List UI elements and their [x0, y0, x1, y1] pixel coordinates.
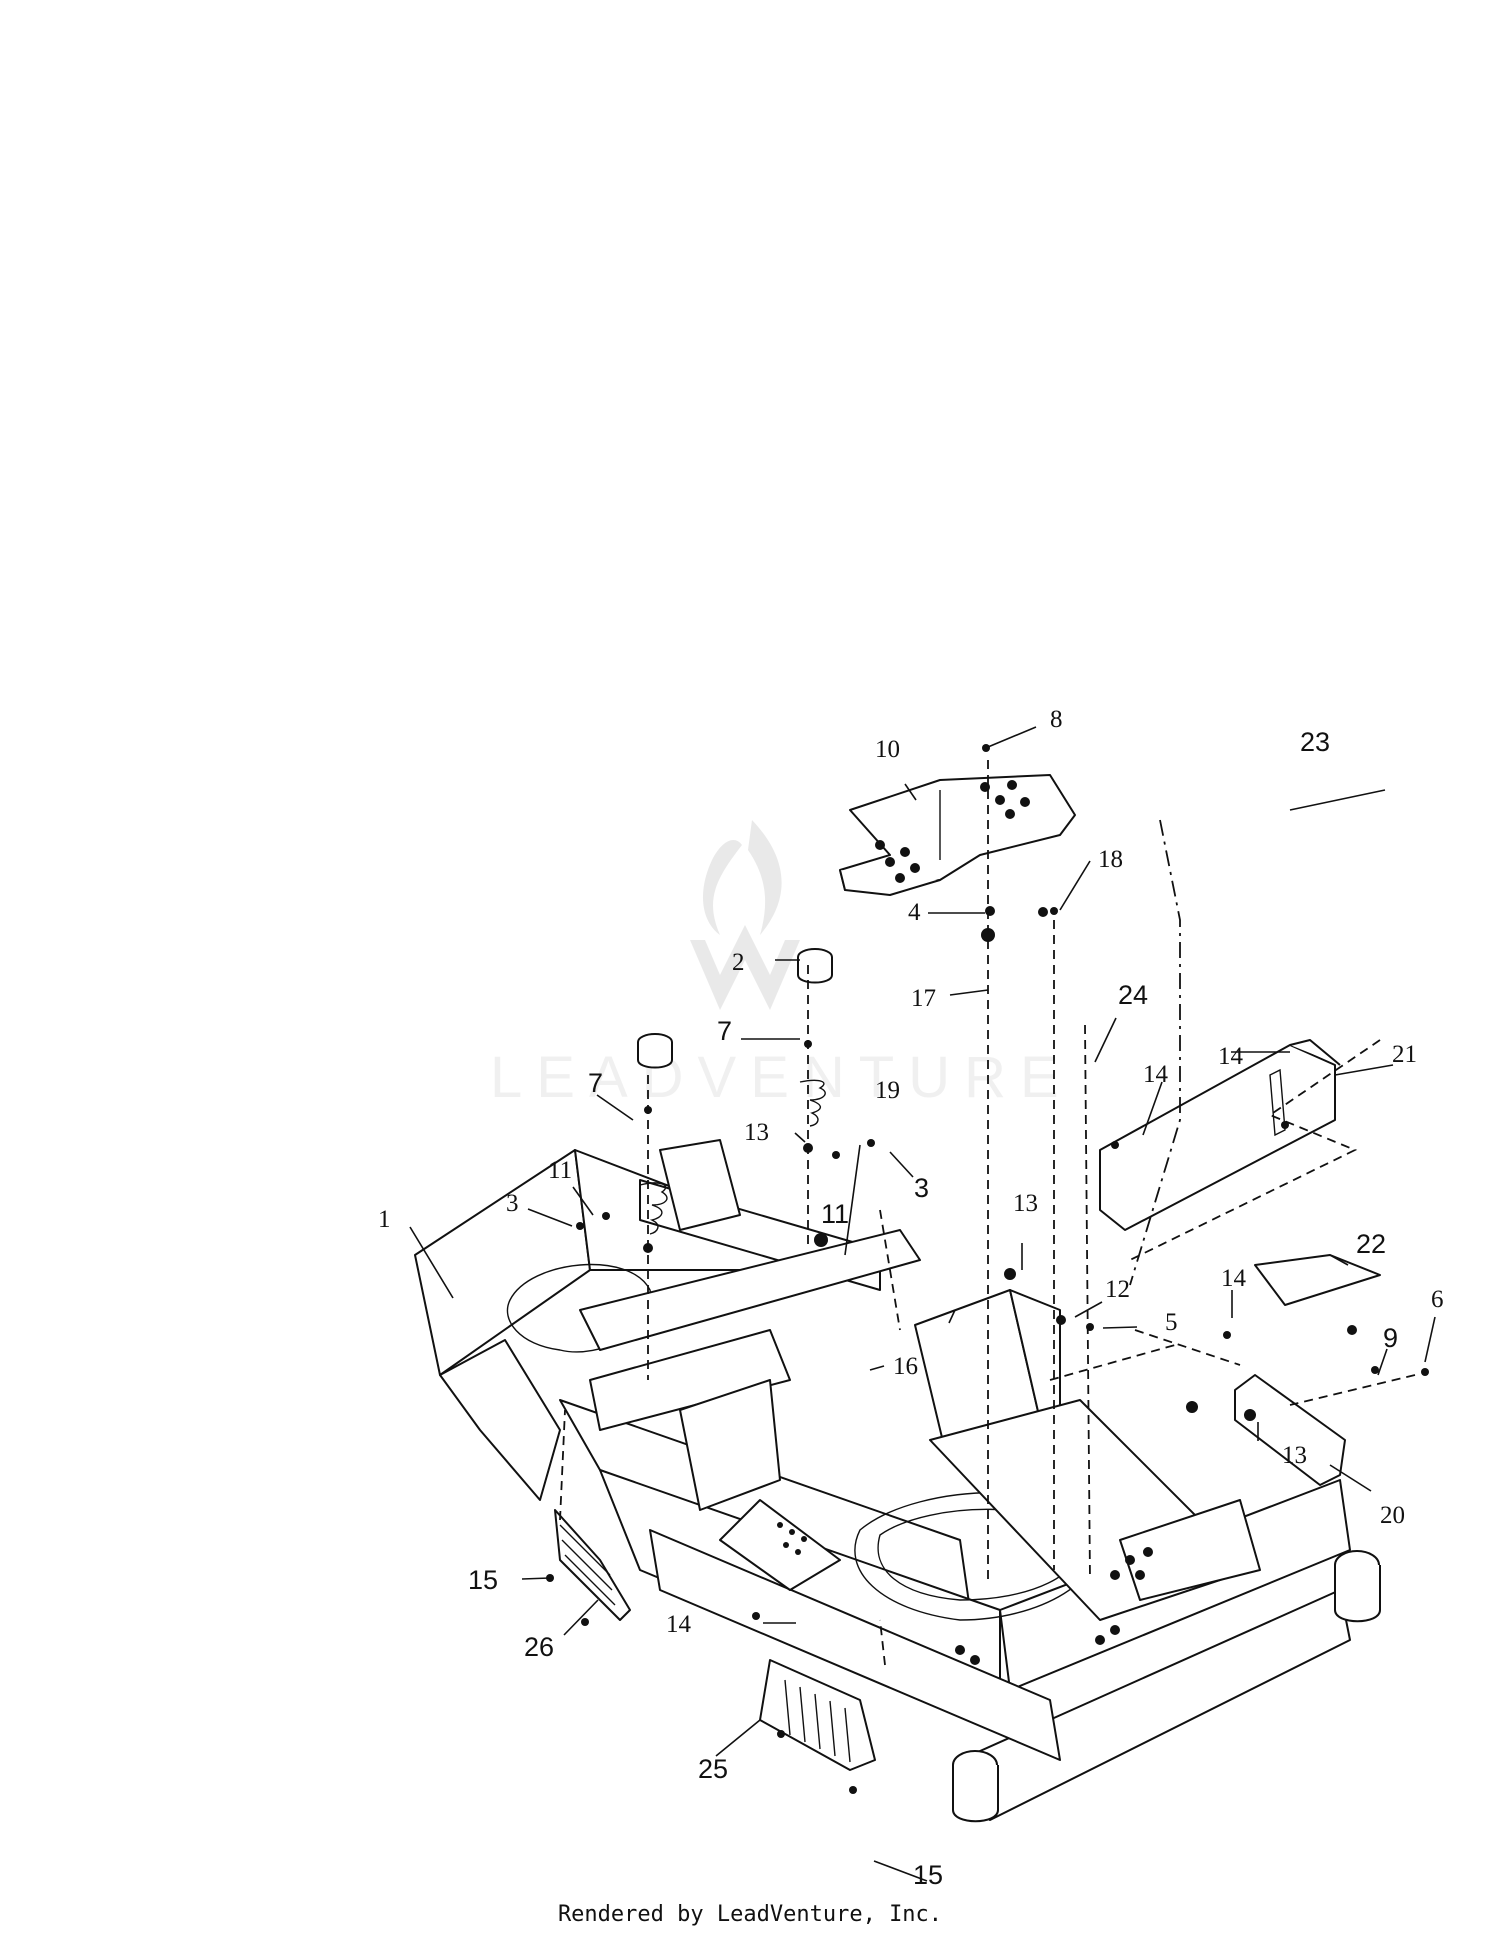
leader-lines	[409, 726, 1436, 1882]
callout-19: 19	[875, 1077, 900, 1104]
callout-25: 25	[698, 1754, 728, 1784]
callout-16: 16	[893, 1353, 918, 1380]
callout-7: 7	[588, 1068, 603, 1098]
callout-3: 3	[914, 1173, 929, 1203]
callout-3: 3	[506, 1190, 519, 1217]
callout-6: 6	[1431, 1286, 1444, 1313]
callout-26: 26	[524, 1632, 554, 1662]
callout-5: 5	[1165, 1309, 1178, 1336]
callout-2: 2	[732, 949, 745, 976]
callout-15: 15	[913, 1860, 943, 1890]
flame-logo-icon	[690, 820, 800, 1010]
callout-11: 11	[821, 1199, 849, 1229]
callout-1: 1	[378, 1206, 391, 1233]
callout-8: 8	[1050, 706, 1063, 733]
bracket-20-part	[1234, 1374, 1346, 1486]
callout-20: 20	[1380, 1502, 1405, 1529]
callout-10: 10	[875, 736, 900, 763]
main-frame-part	[414, 1139, 1381, 1823]
callout-14: 14	[1218, 1043, 1244, 1070]
callout-22: 22	[1356, 1229, 1386, 1259]
callout-13: 13	[1013, 1190, 1038, 1217]
callout-14: 14	[666, 1611, 692, 1638]
callout-21: 21	[1392, 1041, 1417, 1068]
guard-25-part	[759, 1659, 876, 1771]
hardware-fasteners	[546, 744, 1429, 1794]
spring-19-part	[639, 1079, 826, 1235]
render-credit: Rendered by LeadVenture, Inc.	[557, 1902, 943, 1927]
callout-14: 14	[1143, 1061, 1169, 1088]
frame-holes	[777, 1522, 1153, 1665]
callout-15: 15	[468, 1565, 498, 1595]
bumper-2-part	[637, 948, 833, 1069]
watermark-text: LEADVENTURE	[490, 1045, 1073, 1110]
assembly-lines	[559, 760, 1416, 1666]
callout-11: 11	[548, 1157, 572, 1184]
callout-9: 9	[1383, 1323, 1398, 1353]
callout-17: 17	[911, 985, 936, 1012]
callout-23: 23	[1300, 727, 1330, 757]
callout-12: 12	[1105, 1276, 1130, 1303]
leadventure-watermark: LEADVENTURE	[490, 820, 1073, 1110]
callout-18: 18	[1098, 846, 1123, 873]
callout-7: 7	[717, 1016, 732, 1046]
callout-13: 13	[744, 1119, 769, 1146]
callout-13: 13	[1282, 1442, 1307, 1469]
callout-4: 4	[908, 899, 921, 926]
guard-26-part	[554, 1509, 631, 1621]
seat-plate-part	[839, 774, 1076, 896]
bracket-22-part	[1254, 1254, 1381, 1306]
callout-labels: 1 2 3 3 4 5 6 7 7 8 9 10 11 11 12 13 13 …	[378, 706, 1444, 1890]
callout-24: 24	[1118, 980, 1148, 1010]
callout-14: 14	[1221, 1265, 1247, 1292]
rear-cover-part	[1099, 1039, 1341, 1231]
